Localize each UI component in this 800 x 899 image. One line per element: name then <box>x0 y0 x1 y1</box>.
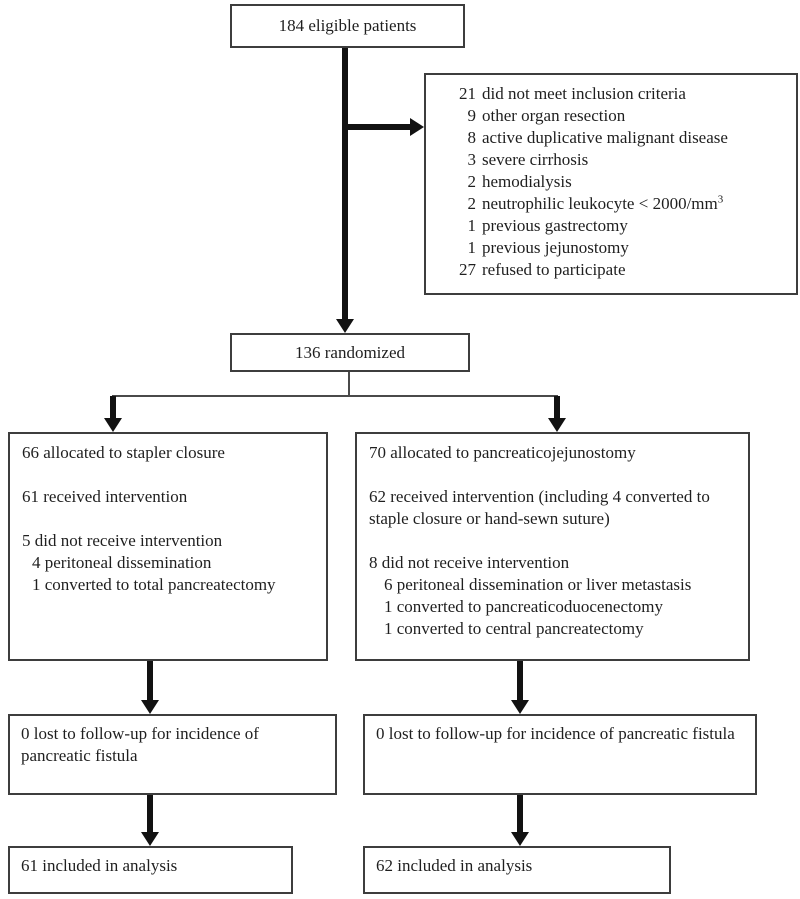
pj-reason-text: 6 peritoneal dissemination or liver meta… <box>384 575 692 594</box>
exclusion-item-count: 2 <box>467 172 477 191</box>
pj-allocated-text: 70 allocated to pancreaticojejunostomy <box>369 443 636 462</box>
arrow-to-stapler-arm-head <box>104 418 122 432</box>
analysis-stapler-box: 61 included in analysis <box>8 846 293 894</box>
arrow-to-pj-arm-head <box>548 418 566 432</box>
followup-pj-box: 0 lost to follow-up for incidence of pan… <box>363 714 757 795</box>
exclusion-item-count: 8 <box>467 128 477 147</box>
stapler-reason-text: 1 converted to total pancreatectomy <box>32 575 276 594</box>
stapler-not-received-text: 5 did not receive intervention <box>22 531 223 550</box>
exclusion-item-count: 3 <box>467 150 477 169</box>
exclusion-item-text: active duplicative malignant disease <box>482 128 728 147</box>
branch-stem-line <box>348 372 350 396</box>
exclusion-item: 27 refused to participate <box>452 259 788 281</box>
arrow-followup-to-analysis-right-shaft <box>517 795 523 832</box>
exclusion-item-text: did not meet inclusion criteria <box>482 84 686 103</box>
stapler-allocated-text: 66 allocated to stapler closure <box>22 443 225 462</box>
exclusion-list: 21 did not meet inclusion criteria 9 oth… <box>426 75 796 281</box>
exclusion-item-text-with-sup: neutrophilic leukocyte < 2000/mm3 <box>482 193 723 215</box>
arrow-to-exclusions-shaft <box>345 124 410 130</box>
arrow-eligible-to-randomized-shaft <box>342 48 348 319</box>
pj-received-text: 62 received intervention (including 4 co… <box>369 487 710 528</box>
exclusion-item-text: other organ resection <box>482 106 626 125</box>
followup-stapler-box: 0 lost to follow-up for incidence of pan… <box>8 714 337 795</box>
exclusion-item-count: 1 <box>467 216 477 235</box>
analysis-pj-box: 62 included in analysis <box>363 846 671 894</box>
followup-pj-label: 0 lost to follow-up for incidence of pan… <box>376 724 735 743</box>
arrow-eligible-to-randomized-head <box>336 319 354 333</box>
exclusion-criteria-box: 21 did not meet inclusion criteria 9 oth… <box>424 73 798 295</box>
stapler-reason-text: 4 peritoneal dissemination <box>32 553 212 572</box>
arrow-to-pj-arm-shaft <box>554 396 560 418</box>
pj-not-received-text: 8 did not receive intervention <box>369 553 570 572</box>
arrow-followup-to-analysis-right-head <box>511 832 529 846</box>
arrow-pj-to-followup-head <box>511 700 529 714</box>
arrow-pj-to-followup-shaft <box>517 661 523 700</box>
eligible-patients-box: 184 eligible patients <box>230 4 465 48</box>
exclusion-item: 1 previous jejunostomy <box>452 237 788 259</box>
superscript: 3 <box>717 193 724 206</box>
exclusion-item: 2 hemodialysis <box>452 171 788 193</box>
stapler-received-text: 61 received intervention <box>22 487 188 506</box>
exclusion-item: 9 other organ resection <box>452 105 788 127</box>
arrow-stapler-to-followup-shaft <box>147 661 153 700</box>
arrow-to-stapler-arm-shaft <box>110 396 116 418</box>
arrow-followup-to-analysis-left-shaft <box>147 795 153 832</box>
exclusion-item: 2 neutrophilic leukocyte < 2000/mm3 <box>452 193 788 215</box>
analysis-pj-label: 62 included in analysis <box>376 856 533 875</box>
exclusion-item: 1 previous gastrectomy <box>452 215 788 237</box>
arrow-stapler-to-followup-head <box>141 700 159 714</box>
exclusion-item-count: 2 <box>467 194 477 213</box>
exclusion-item-text: severe cirrhosis <box>482 150 589 169</box>
randomized-label: 136 randomized <box>295 342 405 362</box>
arrow-to-exclusions-head <box>410 118 424 136</box>
pj-reason-text: 1 converted to central pancreatectomy <box>384 619 644 638</box>
exclusion-item-text: neutrophilic leukocyte < 2000/mm <box>482 194 718 213</box>
stapler-closure-arm-box: 66 allocated to stapler closure 61 recei… <box>8 432 328 661</box>
analysis-stapler-label: 61 included in analysis <box>21 856 178 875</box>
exclusion-item-text: refused to participate <box>482 260 626 279</box>
pj-reason-text: 1 converted to pancreaticoduocenectomy <box>384 597 663 616</box>
randomized-box: 136 randomized <box>230 333 470 372</box>
exclusion-item: 3 severe cirrhosis <box>452 149 788 171</box>
exclusion-item: 21 did not meet inclusion criteria <box>452 83 788 105</box>
exclusion-item-text: previous gastrectomy <box>482 216 628 235</box>
eligible-patients-label: 184 eligible patients <box>278 16 417 35</box>
exclusion-item-text: hemodialysis <box>482 172 572 191</box>
arrow-followup-to-analysis-left-head <box>141 832 159 846</box>
exclusion-item: 8 active duplicative malignant disease <box>452 127 788 149</box>
exclusion-item-count: 1 <box>467 238 477 257</box>
exclusion-item-count: 21 <box>459 84 476 103</box>
branch-cross-line <box>112 395 558 397</box>
pancreaticojejunostomy-arm-box: 70 allocated to pancreaticojejunostomy 6… <box>355 432 750 661</box>
exclusion-item-text: previous jejunostomy <box>482 238 629 257</box>
exclusion-item-count: 9 <box>467 106 477 125</box>
exclusion-item-count: 27 <box>459 260 476 279</box>
followup-stapler-label: 0 lost to follow-up for incidence of pan… <box>21 724 259 765</box>
